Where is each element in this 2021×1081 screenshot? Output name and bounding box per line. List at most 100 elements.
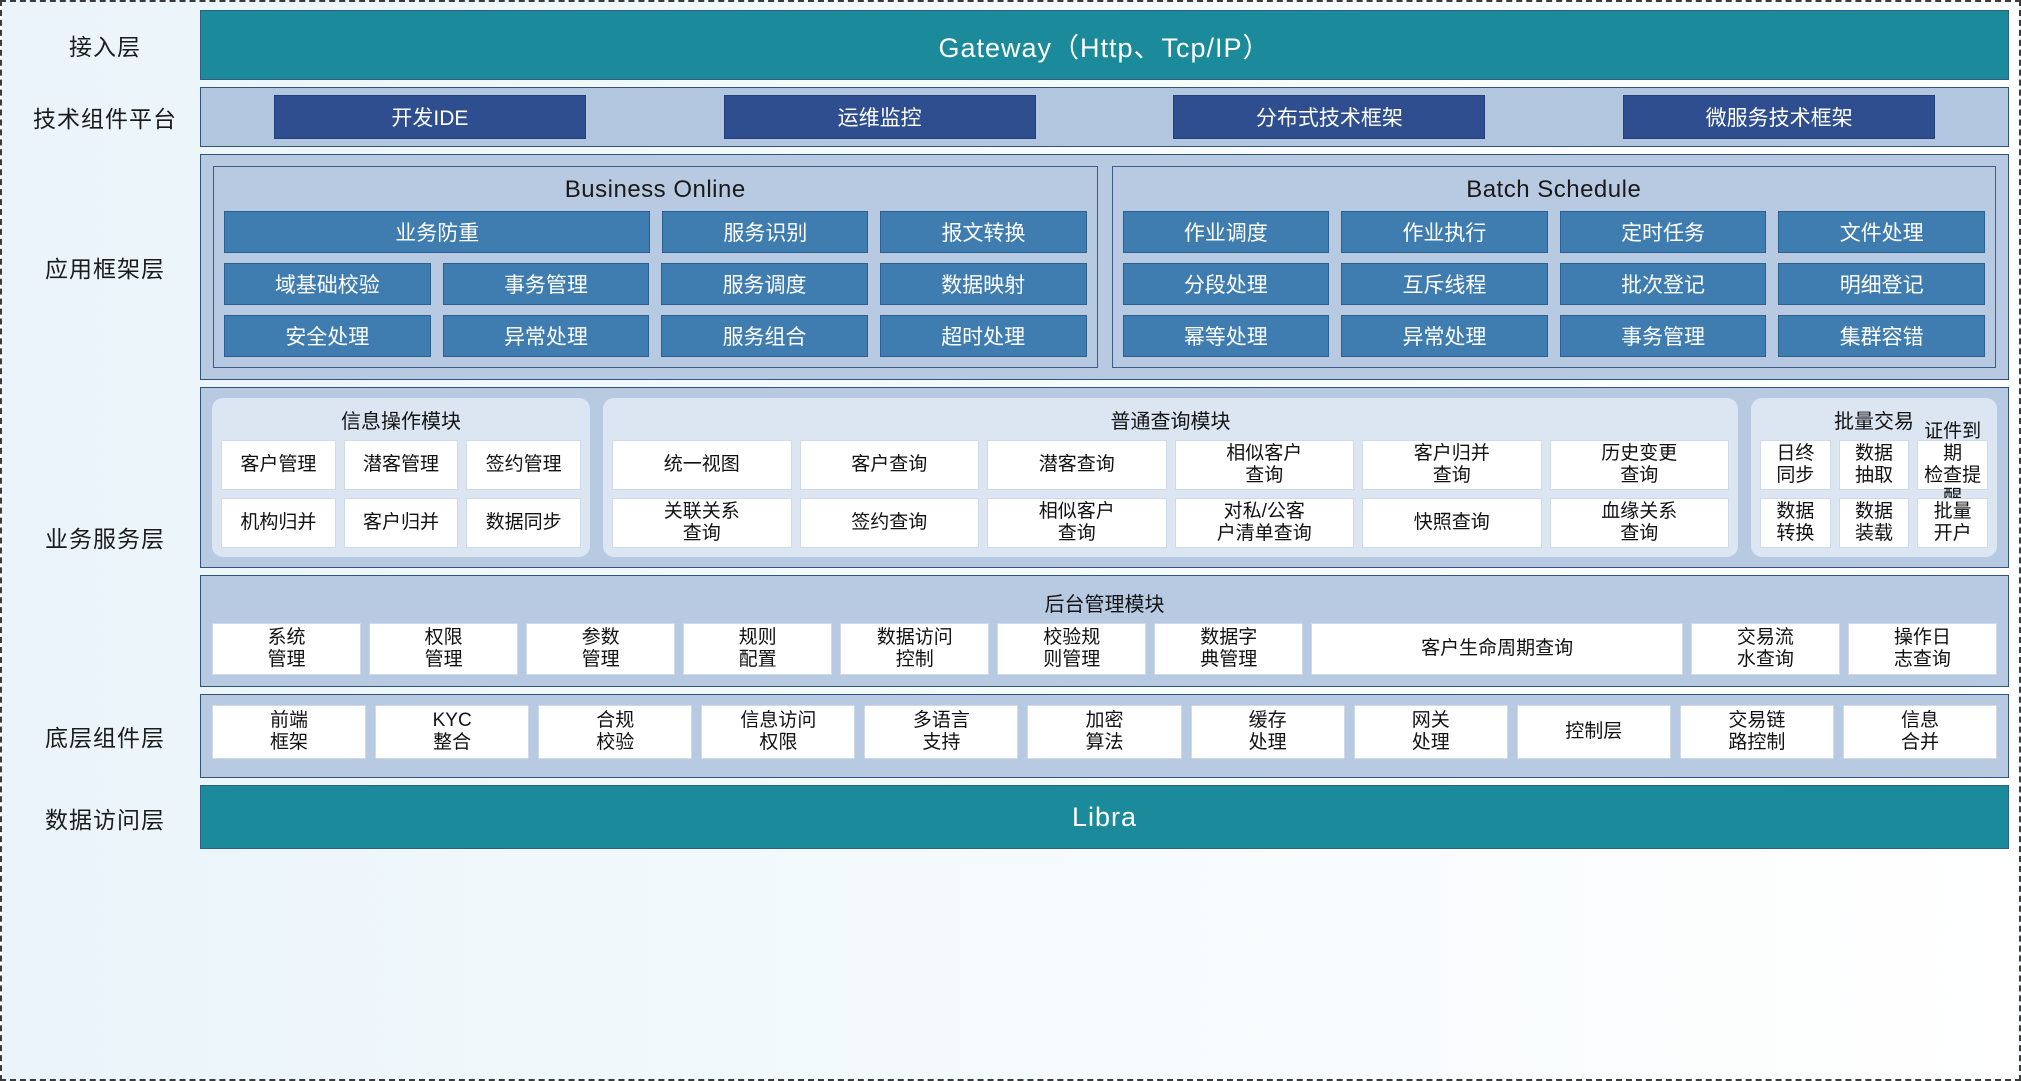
layer-label-access: 接入层 (69, 34, 141, 60)
framework-cell[interactable]: 分段处理 (1122, 263, 1330, 305)
component-cell[interactable]: 缓存 处理 (1190, 705, 1345, 759)
module-cell[interactable]: 机构归并 (221, 498, 336, 548)
admin-cell[interactable]: 操作日 志查询 (1847, 623, 1997, 675)
admin-cell-customer-lifecycle-query[interactable]: 客户生命周期查询 (1311, 623, 1683, 675)
framework-cell[interactable]: 互斥线程 (1341, 263, 1548, 305)
component-cell[interactable]: 网关 处理 (1353, 705, 1508, 759)
framework-rows: 业务防重 服务识别 报文转换 域基础校验 事务管理 服务调度 数据映射 (224, 211, 1087, 357)
gateway-bar[interactable]: Gateway（Http、Tcp/IP） (200, 10, 2009, 80)
layer-label-app-framework: 应用框架层 (45, 256, 165, 282)
component-cell[interactable]: 信息访问 权限 (701, 705, 856, 759)
tech-chip-ops-monitor[interactable]: 运维监控 (723, 95, 1036, 139)
module-cell[interactable]: 客户归并 查询 (1362, 440, 1542, 490)
layer-app-framework: 应用框架层 Business Online 业务防重 服务识别 报文转换 域 (10, 154, 2009, 380)
admin-cell[interactable]: 校验规 则管理 (997, 623, 1147, 675)
tech-chip-microservice-framework[interactable]: 微服务技术框架 (1623, 95, 1936, 139)
framework-cell[interactable]: 作业执行 (1341, 211, 1548, 253)
tech-chip-dev-ide[interactable]: 开发IDE (273, 95, 586, 139)
module-cell[interactable]: 数据 装载 (1838, 498, 1910, 548)
module-cell[interactable]: 历史变更 查询 (1549, 440, 1729, 490)
framework-cell[interactable]: 服务调度 (661, 263, 868, 305)
framework-rows: 作业调度 作业执行 定时任务 文件处理 分段处理 互斥线程 批次登记 明细登记 (1122, 211, 1985, 357)
layer-body-data-access: Libra (200, 785, 2009, 851)
framework-group-batch-schedule: Batch Schedule 作业调度 作业执行 定时任务 文件处理 分段处理 … (1111, 166, 1996, 368)
module-row: 客户管理 潜客管理 签约管理 (221, 440, 582, 490)
module-cell[interactable]: 统一视图 (612, 440, 792, 490)
module-cell[interactable]: 潜客查询 (987, 440, 1167, 490)
module-cell[interactable]: 证件到期 检查提醒 (1917, 421, 1989, 508)
base-components-panel: 前端 框架 KYC 整合 合规 校验 信息访问 权限 多语言 支持 加密 算法 … (200, 694, 2009, 778)
admin-cell[interactable]: 权限 管理 (369, 623, 519, 675)
framework-cell[interactable]: 事务管理 (1559, 315, 1767, 357)
framework-row: 域基础校验 事务管理 服务调度 数据映射 (224, 263, 1087, 305)
app-framework-panel: Business Online 业务防重 服务识别 报文转换 域基础校验 事务管… (200, 154, 2009, 380)
module-cell[interactable]: 客户归并 (343, 498, 459, 548)
framework-cell[interactable]: 报文转换 (880, 211, 1087, 253)
module-cell[interactable]: 潜客管理 (343, 440, 459, 490)
module-cell[interactable]: 日终 同步 (1760, 440, 1831, 490)
component-cell[interactable]: 控制层 (1516, 705, 1671, 759)
framework-cell[interactable]: 文件处理 (1778, 211, 1985, 253)
component-cell[interactable]: 加密 算法 (1027, 705, 1182, 759)
module-cell[interactable]: 数据 抽取 (1838, 440, 1910, 490)
layer-label-base-components: 底层组件层 (45, 725, 165, 751)
module-cell[interactable]: 血缘关系 查询 (1549, 498, 1729, 548)
tech-platform-panel: 开发IDE 运维监控 分布式技术框架 微服务技术框架 (200, 87, 2009, 147)
layer-body-business-service: 信息操作模块 客户管理 潜客管理 签约管理 机构归并 客户归并 (200, 387, 2009, 687)
module-cell[interactable]: 数据同步 (466, 498, 582, 548)
libra-bar[interactable]: Libra (200, 785, 2009, 849)
business-service-panel: 信息操作模块 客户管理 潜客管理 签约管理 机构归并 客户归并 (200, 387, 2009, 687)
module-cell[interactable]: 批量 开户 (1917, 498, 1989, 548)
framework-cell[interactable]: 服务组合 (661, 315, 868, 357)
framework-cell[interactable]: 明细登记 (1778, 263, 1985, 305)
framework-cell[interactable]: 集群容错 (1778, 315, 1985, 357)
framework-cell[interactable]: 定时任务 (1559, 211, 1767, 253)
module-cell[interactable]: 相似客户 查询 (987, 498, 1167, 548)
admin-cell[interactable]: 数据字 典管理 (1154, 623, 1304, 675)
framework-cell[interactable]: 事务管理 (442, 263, 650, 305)
framework-cell[interactable]: 异常处理 (1341, 315, 1548, 357)
component-cell[interactable]: 多语言 支持 (864, 705, 1019, 759)
admin-cell[interactable]: 数据访问 控制 (840, 623, 990, 675)
component-cell[interactable]: 前端 框架 (212, 705, 367, 759)
module-cell[interactable]: 客户查询 (799, 440, 979, 490)
module-row: 关联关系 查询 签约查询 相似客户 查询 对私/公客 户清单查询 快照查询 血缘… (612, 498, 1729, 548)
module-title: 信息操作模块 (341, 411, 461, 433)
admin-cell[interactable]: 系统 管理 (212, 623, 362, 675)
framework-cell[interactable]: 业务防重 (224, 211, 651, 253)
component-cell[interactable]: 合规 校验 (538, 705, 693, 759)
framework-cell[interactable]: 批次登记 (1559, 263, 1767, 305)
layer-tech-platform: 技术组件平台 开发IDE 运维监控 分布式技术框架 微服务技术框架 (10, 87, 2009, 147)
component-cell[interactable]: 交易链 路控制 (1679, 705, 1834, 759)
module-title: 普通查询模块 (1110, 411, 1231, 433)
admin-cell[interactable]: 规则 配置 (683, 623, 833, 675)
framework-cell[interactable]: 安全处理 (224, 315, 431, 357)
framework-cell[interactable]: 超时处理 (879, 315, 1087, 357)
framework-cell[interactable]: 服务识别 (662, 211, 869, 253)
module-cell[interactable]: 签约查询 (799, 498, 979, 548)
module-cell[interactable]: 客户管理 (221, 440, 336, 490)
framework-cell[interactable]: 作业调度 (1122, 211, 1330, 253)
framework-cell[interactable]: 异常处理 (442, 315, 650, 357)
admin-cell[interactable]: 交易流 水查询 (1690, 623, 1840, 675)
admin-module-panel: 后台管理模块 系统 管理 权限 管理 参数 管理 规则 配置 数据访问 控制 校… (200, 575, 2009, 687)
framework-cell[interactable]: 域基础校验 (224, 263, 431, 305)
framework-cell[interactable]: 幂等处理 (1122, 315, 1330, 357)
module-cell[interactable]: 相似客户 查询 (1174, 440, 1354, 490)
admin-cell[interactable]: 参数 管理 (526, 623, 676, 675)
module-rows: 统一视图 客户查询 潜客查询 相似客户 查询 客户归并 查询 历史变更 查询 关… (612, 440, 1729, 548)
module-cell[interactable]: 对私/公客 户清单查询 (1174, 498, 1354, 548)
component-cell[interactable]: KYC 整合 (375, 705, 530, 759)
module-cell[interactable]: 签约管理 (466, 440, 582, 490)
module-row: 数据 转换 数据 装载 批量 开户 (1760, 498, 1989, 548)
framework-row: 作业调度 作业执行 定时任务 文件处理 (1122, 211, 1985, 253)
module-cell[interactable]: 关联关系 查询 (612, 498, 792, 548)
module-rows: 客户管理 潜客管理 签约管理 机构归并 客户归并 数据同步 (221, 440, 582, 548)
module-title: 批量交易 (1834, 411, 1914, 433)
framework-cell[interactable]: 数据映射 (879, 263, 1087, 305)
module-cell[interactable]: 数据 转换 (1760, 498, 1831, 548)
component-cell[interactable]: 信息 合并 (1842, 705, 1998, 759)
module-cell[interactable]: 快照查询 (1362, 498, 1542, 548)
tech-chip-distributed-framework[interactable]: 分布式技术框架 (1173, 95, 1486, 139)
layer-body-base-components: 前端 框架 KYC 整合 合规 校验 信息访问 权限 多语言 支持 加密 算法 … (200, 694, 2009, 778)
